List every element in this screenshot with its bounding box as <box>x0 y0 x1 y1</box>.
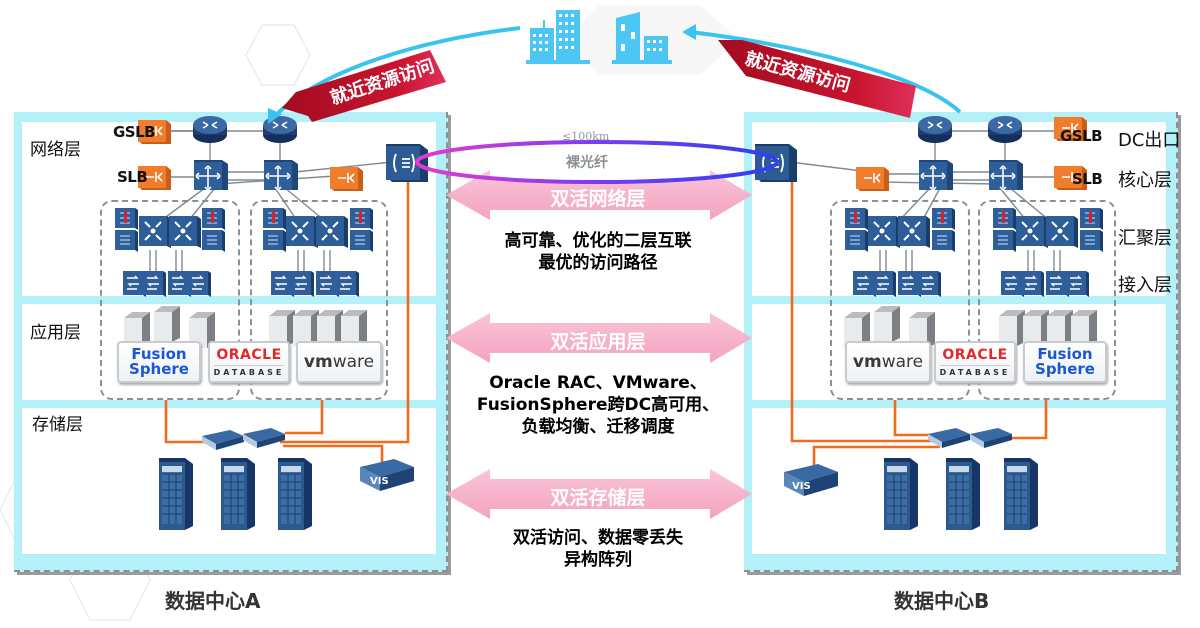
dc-b-slb-label: SLB <box>1072 170 1103 188</box>
dc-a-vis-label: VIS <box>370 476 389 487</box>
dc-b-routers <box>917 115 1023 144</box>
dc-a-routers <box>192 115 298 144</box>
dc-a-network-layer-label: 网络层 <box>30 140 81 160</box>
fiber-distance-label: ≤100km <box>562 130 610 143</box>
application-layer-desc: Oracle RAC、VMware、 FusionSphere跨DC高可用、 负… <box>428 372 768 438</box>
dc-b-fusionsphere-logo: Fusion Sphere <box>1023 341 1107 383</box>
dc-b-vmware-logo: vmware <box>845 341 931 383</box>
dc-a-storage-layer-label: 存储层 <box>32 415 83 435</box>
bare-fiber-ring <box>415 140 779 184</box>
dc-a-core-switches <box>193 159 299 191</box>
dc-a-fusionsphere-logo: Fusion Sphere <box>117 341 201 383</box>
network-desc-line: 最优的访问路径 <box>538 253 658 273</box>
dc-b-aggregation <box>844 207 1104 253</box>
network-layer-desc: 高可靠、优化的二层互联 最优的访问路径 <box>448 230 748 274</box>
dc-a-slb-label: SLB <box>117 168 148 186</box>
access-arc-right <box>689 30 962 114</box>
core-layer-label: 核心层 <box>1118 170 1172 191</box>
city-buildings-icon <box>612 12 672 64</box>
access-layer-label: 接入层 <box>1118 275 1172 296</box>
aggregation-layer-label: 汇聚层 <box>1118 228 1172 249</box>
dc-a-vmware-logo: vmware <box>296 341 382 383</box>
dc-b-network-links <box>789 130 1065 275</box>
storage-layer-title: 双活存储层 <box>550 487 646 509</box>
application-double-arrow <box>446 313 752 363</box>
dc-a-gslb-label: GSLB <box>113 123 156 141</box>
dc-b-access-switches <box>852 270 1090 298</box>
dc-b-core-switches <box>918 159 1024 191</box>
dc-b-title: 数据中心B <box>894 589 990 613</box>
network-desc-line: 高可靠、优化的二层互联 <box>504 231 692 251</box>
dc-a-pod-1 <box>100 200 240 400</box>
application-desc-line: Oracle RAC、VMware、 <box>489 373 707 393</box>
ribbon-right <box>718 40 916 118</box>
dc-b-gslb-label: GSLB <box>1060 127 1103 145</box>
dc-b-pod-1 <box>830 200 970 400</box>
dc-a-app-layer-label: 应用层 <box>30 323 81 343</box>
dc-b-oracle-logo: ORACLE DATABASE <box>934 341 1016 383</box>
fiber-type-label: 裸光纤 <box>566 155 608 171</box>
dc-b-vis-label: VIS <box>792 481 811 492</box>
dc-a-aggregation <box>114 207 374 253</box>
application-layer-title: 双活应用层 <box>550 331 646 353</box>
dc-a-fiber-switch <box>385 143 429 183</box>
dc-b-pod-2 <box>978 200 1116 400</box>
storage-double-arrow <box>446 469 752 519</box>
dc-a-network-links <box>148 130 393 275</box>
application-desc-line: FusionSphere跨DC高可用、 <box>476 395 720 415</box>
network-double-arrow <box>446 170 752 220</box>
dc-a-title: 数据中心A <box>165 589 261 613</box>
storage-desc-line: 异构阵列 <box>564 550 632 570</box>
network-layer-title: 双活网络层 <box>550 188 646 210</box>
dc-a-pod-2 <box>250 200 388 400</box>
fiber-links <box>164 176 1048 466</box>
storage-desc-line: 双活访问、数据零丢失 <box>513 528 683 548</box>
dc-b-storage <box>784 428 1039 531</box>
ribbon-left <box>282 50 446 122</box>
dc-a-access-switches <box>122 270 360 298</box>
storage-layer-desc: 双活访问、数据零丢失 异构阵列 <box>448 527 748 571</box>
dc-exit-label: DC出口 <box>1118 130 1181 151</box>
dc-a-oracle-logo: ORACLE DATABASE <box>208 341 290 383</box>
application-desc-line: 负载均衡、迁移调度 <box>521 417 675 437</box>
pink-arrows <box>446 170 752 519</box>
